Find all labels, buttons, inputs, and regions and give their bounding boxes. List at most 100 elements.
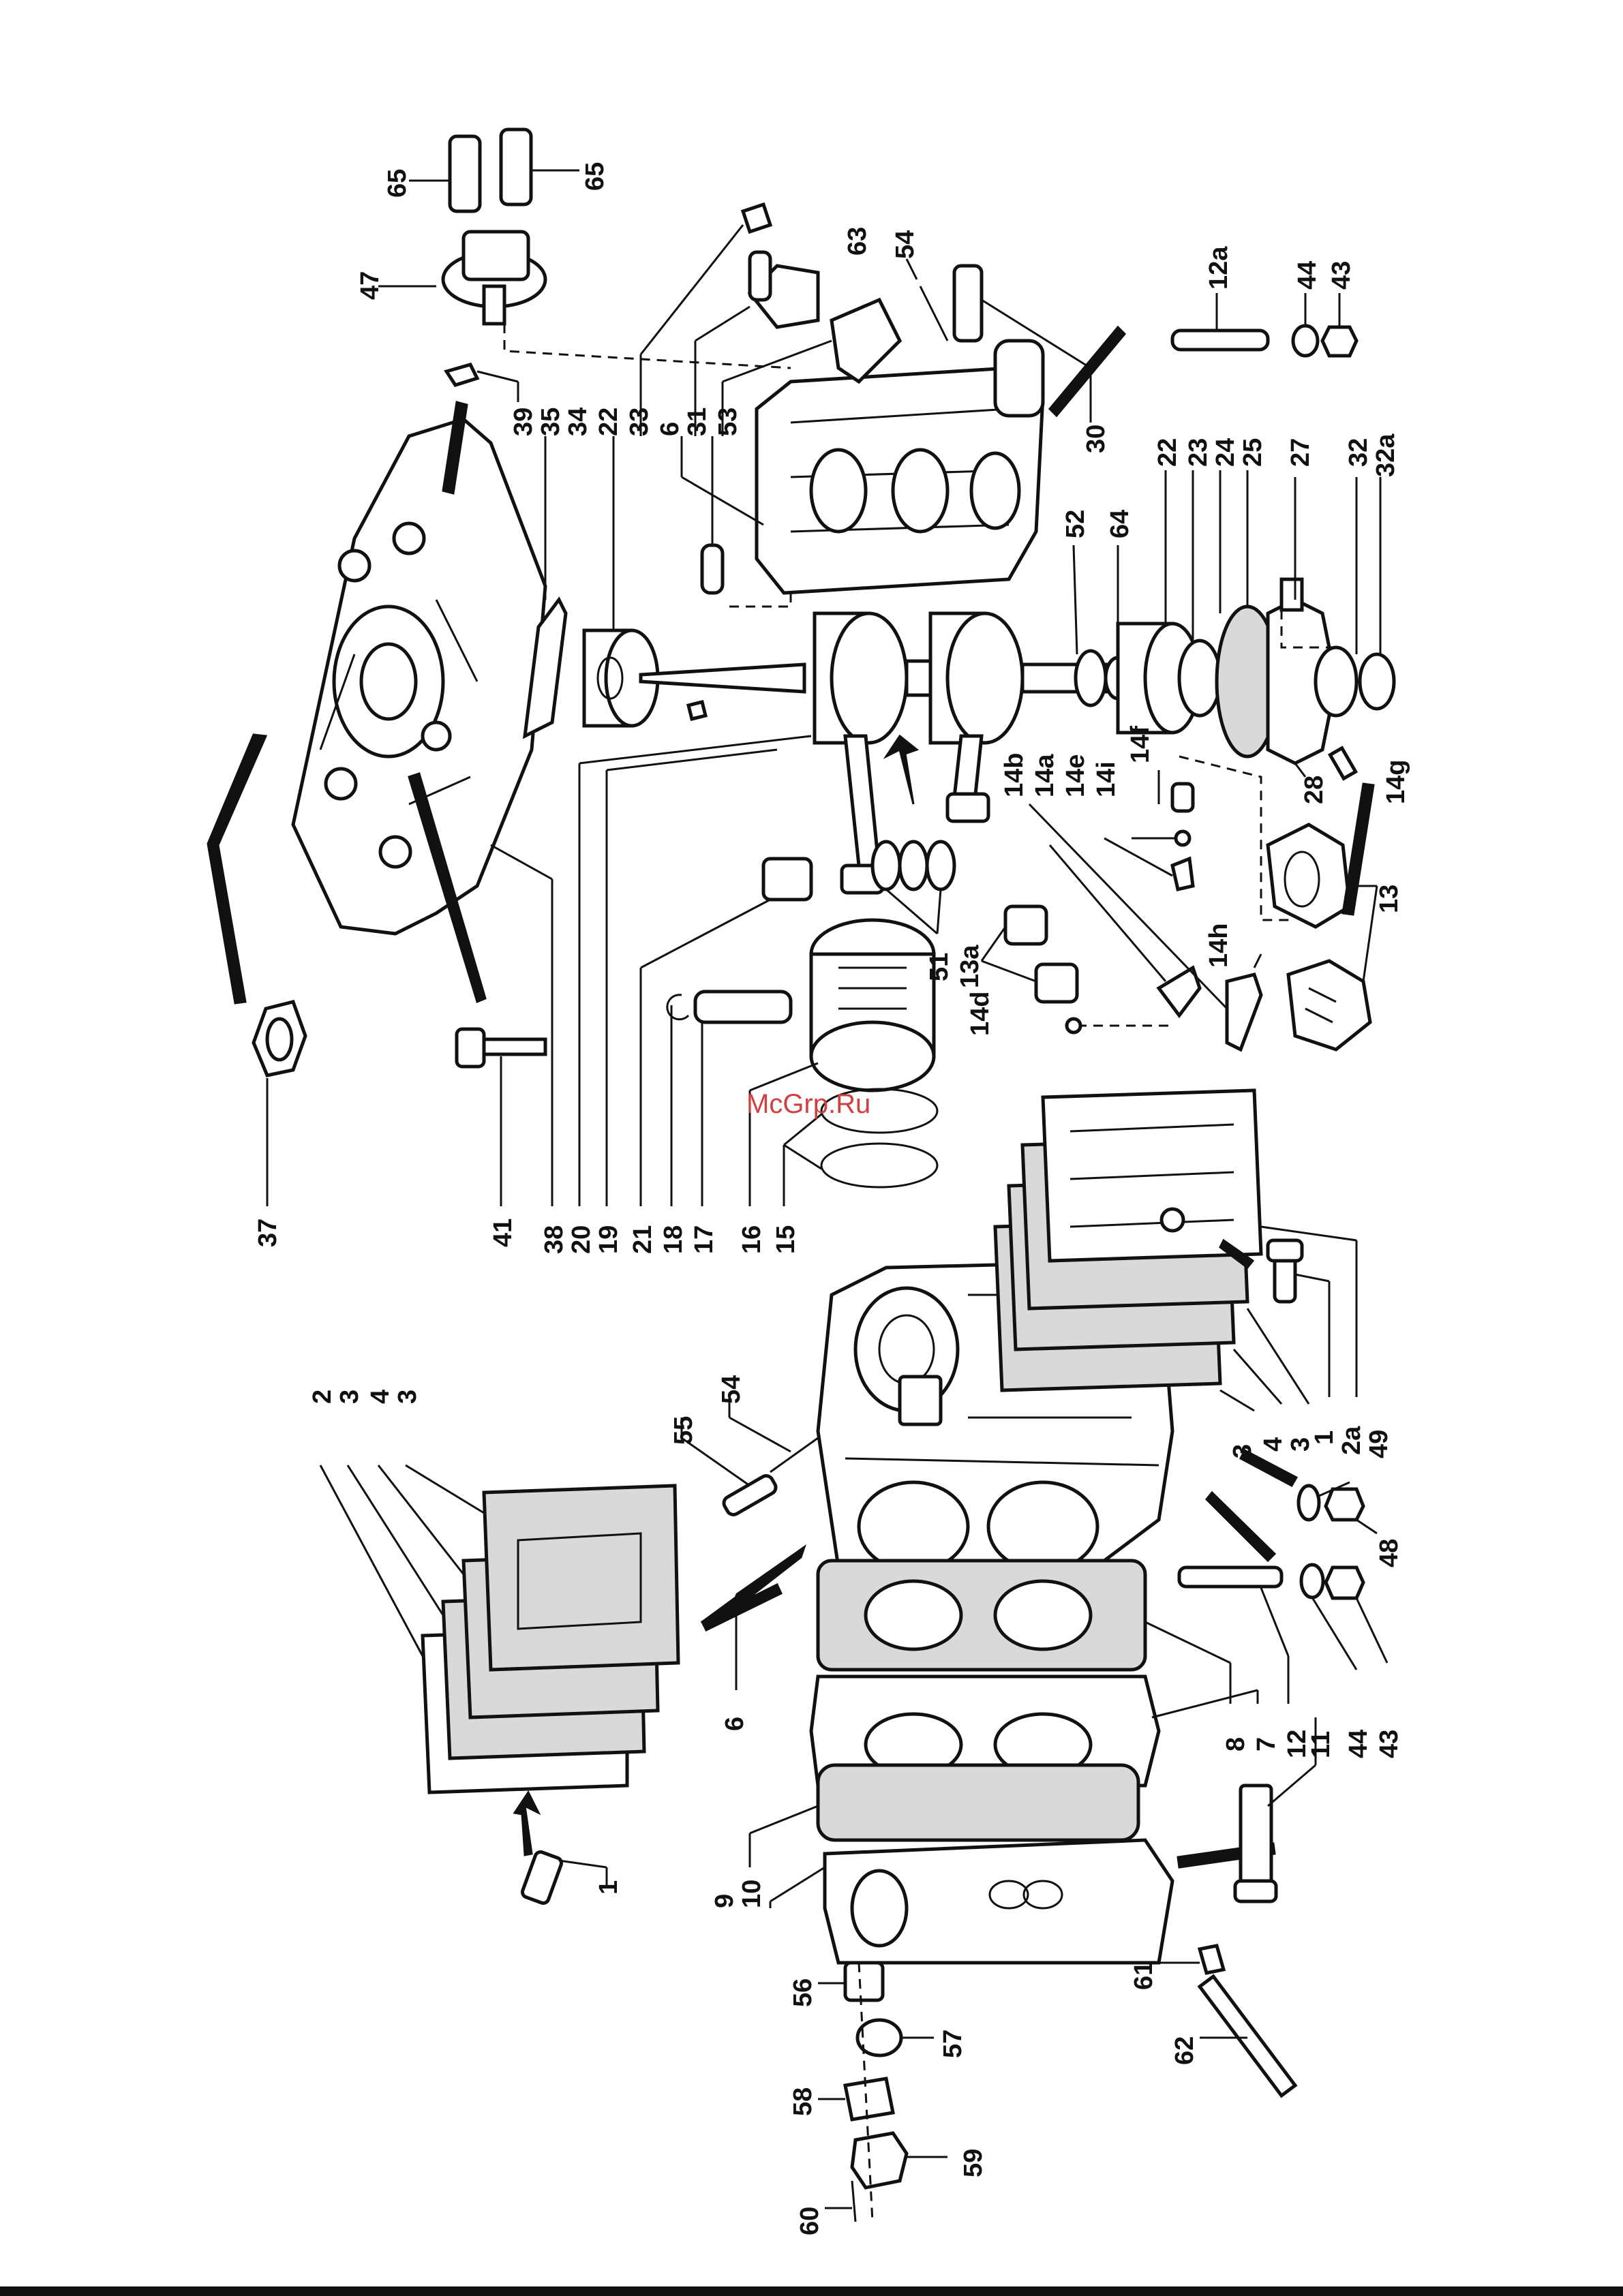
label-14i: 14i xyxy=(1092,761,1121,797)
assembly-arrow xyxy=(886,736,917,804)
label-4a: 4 xyxy=(366,1390,395,1404)
label-13a: 13a xyxy=(956,945,984,988)
label-57: 57 xyxy=(939,2030,967,2058)
bottom-border xyxy=(0,2286,1623,2296)
label-3b: 3 xyxy=(393,1390,422,1404)
label-33: 33 xyxy=(625,408,654,436)
part-bushings-13a xyxy=(982,906,1077,1002)
label-44b: 44 xyxy=(1344,1730,1373,1758)
label-25: 25 xyxy=(1239,438,1267,467)
part-circlip-18 xyxy=(667,995,688,1206)
label-9: 9 xyxy=(710,1894,739,1908)
part-housing-59 xyxy=(852,2133,947,2188)
label-27: 27 xyxy=(1286,438,1315,467)
part-nut-43-bottom xyxy=(1326,1567,1387,1663)
label-54b: 54 xyxy=(717,1375,746,1404)
label-7: 7 xyxy=(1252,1737,1281,1751)
label-49: 49 xyxy=(1365,1430,1393,1458)
part-nut-48 xyxy=(1326,1489,1377,1533)
label-2: 2 xyxy=(308,1390,337,1404)
part-nut-43-top xyxy=(1322,293,1356,356)
assembly-arrow xyxy=(208,735,266,1003)
part-fitting-61 xyxy=(1159,1946,1224,1973)
label-6b: 6 xyxy=(721,1717,749,1731)
label-6a: 6 xyxy=(656,422,684,436)
label-2a: 2a xyxy=(1337,1426,1366,1455)
label-32a: 32a xyxy=(1371,433,1400,477)
part-plug-55-54 xyxy=(682,1397,818,1517)
part-cable-65-left xyxy=(409,136,480,211)
label-14g: 14g xyxy=(1382,760,1410,804)
part-cable-65-right xyxy=(501,129,579,204)
assembly-arrow xyxy=(515,1792,539,1855)
part-screw-60 xyxy=(825,2181,855,2222)
label-43a: 43 xyxy=(1327,261,1356,290)
label-58: 58 xyxy=(789,2087,817,2116)
label-34: 34 xyxy=(564,408,592,436)
part-cover-10 xyxy=(770,1840,1172,1963)
label-56: 56 xyxy=(789,1978,817,2007)
label-65a: 65 xyxy=(383,169,412,198)
part-cover-stack-left xyxy=(320,1465,678,1792)
label-16: 16 xyxy=(738,1225,766,1254)
label-14f: 14f xyxy=(1126,726,1155,763)
part-stud-12 xyxy=(1179,1567,1288,1704)
part-bearing-stack-22-25 xyxy=(1118,470,1278,756)
label-17: 17 xyxy=(690,1225,718,1254)
label-64: 64 xyxy=(1106,510,1134,538)
label-31: 31 xyxy=(683,408,712,436)
label-24: 24 xyxy=(1211,438,1240,467)
label-1b: 1 xyxy=(1310,1430,1339,1445)
label-22b: 22 xyxy=(1153,438,1182,467)
part-pin-33 xyxy=(702,436,723,593)
label-55: 55 xyxy=(669,1416,698,1445)
part-bolt-41 xyxy=(457,1029,545,1206)
label-61: 61 xyxy=(1129,1961,1158,1990)
part-clip-39 xyxy=(446,365,518,402)
part-nut-37 xyxy=(254,1002,305,1206)
label-63: 63 xyxy=(843,227,872,256)
label-28: 28 xyxy=(1300,776,1329,804)
part-flywheel-hub-28 xyxy=(1268,477,1394,777)
label-14h: 14h xyxy=(1204,923,1233,968)
label-15: 15 xyxy=(772,1225,800,1254)
label-14d: 14d xyxy=(966,992,995,1036)
label-14b: 14b xyxy=(1000,753,1029,797)
part-hose-62 xyxy=(1200,1976,1295,2096)
watermark-text: McGrp.Ru xyxy=(746,1089,870,1120)
label-59: 59 xyxy=(959,2149,988,2177)
label-41: 41 xyxy=(489,1219,517,1247)
label-62: 62 xyxy=(1170,2036,1199,2065)
label-38: 38 xyxy=(540,1225,568,1254)
label-10: 10 xyxy=(738,1880,766,1908)
label-37: 37 xyxy=(254,1219,282,1247)
part-seal-57 xyxy=(858,2020,934,2055)
label-47: 47 xyxy=(356,271,384,300)
label-51: 51 xyxy=(925,953,954,981)
label-35: 35 xyxy=(536,408,565,436)
label-52: 52 xyxy=(1061,510,1090,538)
label-13: 13 xyxy=(1375,885,1404,913)
label-30: 30 xyxy=(1082,425,1110,453)
label-19: 19 xyxy=(594,1225,623,1254)
label-11: 11 xyxy=(1307,1731,1335,1758)
label-48: 48 xyxy=(1375,1539,1404,1567)
part-bearing-21 xyxy=(641,859,811,1206)
assembly-arrow xyxy=(1207,1493,1275,1561)
part-pin-12a xyxy=(1172,293,1268,350)
label-18: 18 xyxy=(659,1225,688,1254)
label-20: 20 xyxy=(567,1225,596,1254)
label-60: 60 xyxy=(795,2207,824,2235)
label-14a: 14a xyxy=(1031,754,1059,797)
label-53: 53 xyxy=(714,408,742,436)
label-3c: 3 xyxy=(1228,1444,1257,1458)
part-gasket-58 xyxy=(818,2079,893,2119)
part-washer-44-top xyxy=(1293,293,1318,356)
label-54a: 54 xyxy=(891,230,920,259)
label-32: 32 xyxy=(1344,438,1373,467)
part-thermostat-56 xyxy=(818,1963,883,2000)
label-21: 21 xyxy=(628,1225,657,1254)
label-43b: 43 xyxy=(1375,1730,1404,1758)
label-44a: 44 xyxy=(1293,261,1322,290)
